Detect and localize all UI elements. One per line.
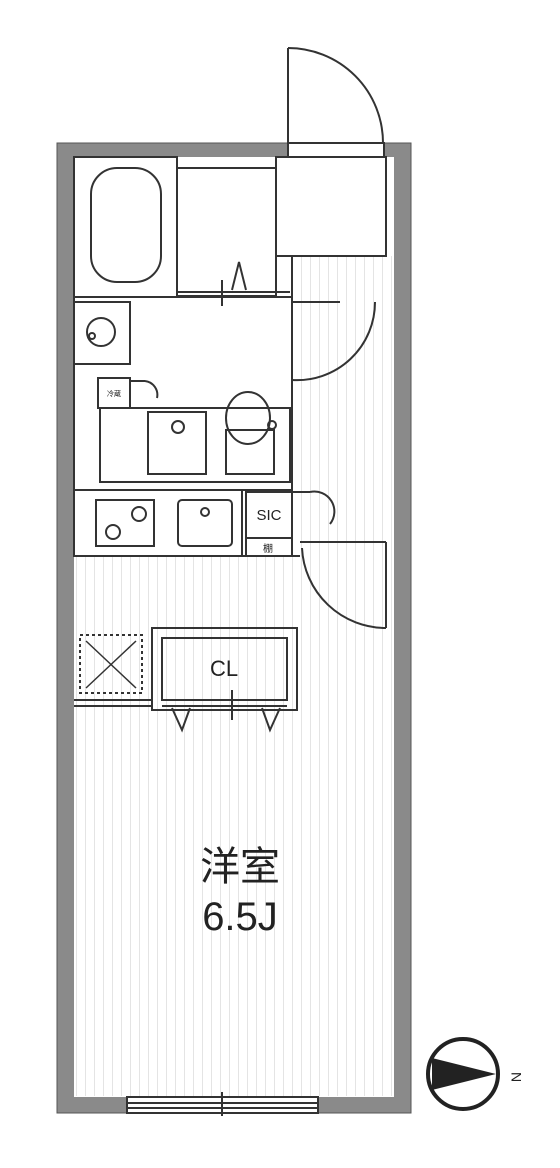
entrance-area [275, 156, 387, 257]
closet-area [74, 627, 298, 733]
washroom-door [291, 301, 377, 382]
appliance-box-label: 冷蔵 [107, 389, 121, 398]
western-room-size: 6.5J [202, 895, 278, 939]
window [126, 1092, 319, 1116]
kitchen [73, 489, 243, 557]
compass-icon: N [426, 1037, 524, 1111]
western-room-name: 洋室 [200, 845, 280, 889]
shelf-label: 棚 [263, 542, 273, 555]
entrance-door [287, 47, 385, 158]
shoe-closet-label: SIC [256, 507, 281, 524]
bathroom [73, 156, 178, 298]
toilet [225, 391, 277, 475]
outer-walls [56, 142, 412, 1114]
washroom [73, 296, 293, 491]
room-door [300, 541, 387, 630]
closet-label: CL [210, 656, 238, 681]
compass-north-label: N [508, 1072, 524, 1082]
bathroom-door [176, 167, 290, 306]
floor-hatching [74, 256, 394, 1096]
